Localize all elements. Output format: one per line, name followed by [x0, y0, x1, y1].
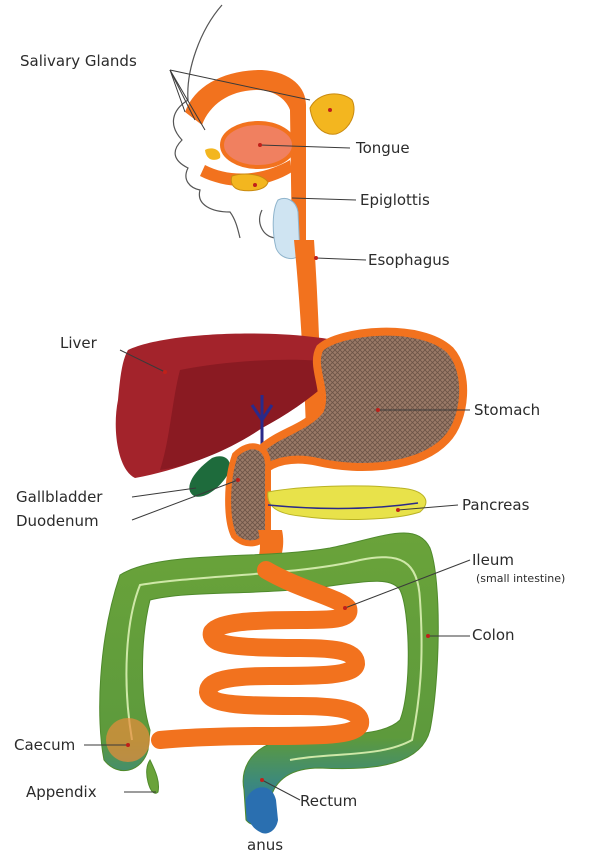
- label-gallbladder: Gallbladder: [16, 488, 103, 506]
- label-rectum: Rectum: [300, 792, 357, 810]
- head-outline: [173, 5, 240, 238]
- salivary-gland-sub: [205, 148, 220, 160]
- pancreas: [268, 486, 426, 520]
- label-stomach: Stomach: [474, 401, 540, 419]
- small-intestine: [160, 570, 360, 740]
- label-tongue: Tongue: [355, 139, 410, 157]
- throat-outline: [260, 210, 275, 238]
- label-ileum: Ileum: [472, 551, 514, 569]
- label-pancreas: Pancreas: [462, 496, 530, 514]
- label-liver: Liver: [60, 334, 98, 352]
- label-epiglottis: Epiglottis: [360, 191, 430, 209]
- appendix: [147, 760, 159, 793]
- label-colon: Colon: [472, 626, 515, 644]
- label-salivary-glands: Salivary Glands: [20, 52, 137, 70]
- label-duodenum: Duodenum: [16, 512, 99, 530]
- label-caecum: Caecum: [14, 736, 75, 754]
- duodenum: [228, 446, 268, 543]
- label-anus: anus: [247, 836, 283, 853]
- label-ileum-note: (small intestine): [476, 572, 565, 585]
- label-appendix: Appendix: [26, 783, 97, 801]
- salivary-gland-parotid: [310, 94, 354, 134]
- rectum: [246, 787, 278, 833]
- caecum: [106, 718, 150, 762]
- label-esophagus: Esophagus: [368, 251, 450, 269]
